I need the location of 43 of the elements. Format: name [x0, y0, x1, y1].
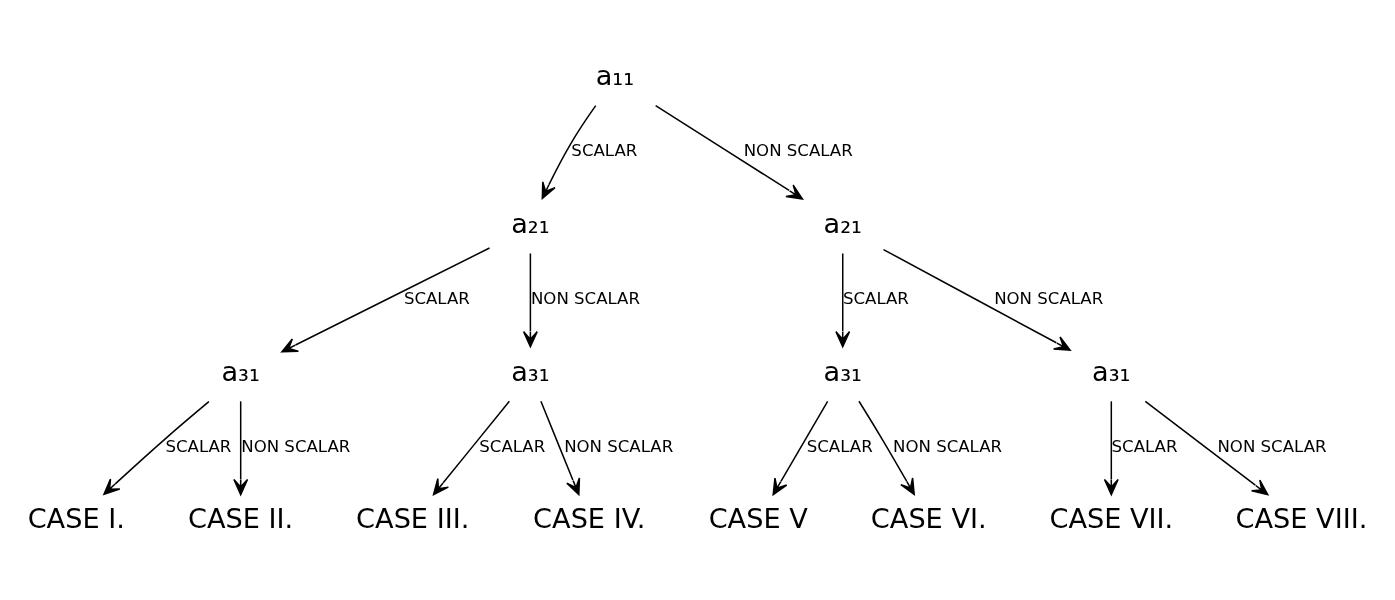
node-text: CASE V [708, 503, 808, 535]
node-text: a₃₁ [823, 355, 862, 387]
node-text: a₃₁ [511, 355, 550, 387]
node-text: a₃₁ [221, 355, 260, 387]
edge-label: SCALAR [571, 141, 638, 161]
arrow [882, 248, 1071, 351]
edge-label: SCALAR [1111, 437, 1178, 457]
arrow [281, 247, 491, 353]
node-text: CASE II. [188, 503, 294, 535]
arrow [233, 400, 249, 496]
edge-label: NON SCALAR [241, 437, 351, 457]
arrow [835, 252, 851, 348]
edge-label: SCALAR [403, 289, 470, 309]
node-text: CASE VIII. [1235, 503, 1368, 535]
edge-label: NON SCALAR [530, 289, 640, 309]
node-text: a₃₁ [1092, 355, 1131, 387]
edge-label: NON SCALAR [564, 437, 674, 457]
edge-label: NON SCALAR [994, 289, 1104, 309]
edge-label: SCALAR [842, 289, 909, 309]
arrow [772, 400, 829, 496]
node-text: CASE III. [356, 503, 470, 535]
node-text: a₂₁ [823, 207, 862, 239]
arrow [432, 400, 511, 496]
arrow [654, 104, 804, 200]
arrow [1144, 400, 1269, 496]
arrow [858, 400, 915, 496]
arrow [522, 252, 538, 348]
edge-label: NON SCALAR [743, 141, 853, 161]
node-text: CASE VI. [870, 503, 987, 535]
edge-label: SCALAR [806, 437, 873, 457]
node-text: a₂₁ [511, 207, 550, 239]
arrow [541, 104, 597, 200]
arrow [540, 400, 581, 496]
edge-label: SCALAR [479, 437, 546, 457]
edge-label: NON SCALAR [1217, 437, 1327, 457]
edge-label: SCALAR [165, 437, 232, 457]
node-text: CASE IV. [533, 503, 646, 535]
edge-label: NON SCALAR [893, 437, 1003, 457]
node-text: CASE VII. [1049, 503, 1174, 535]
node-text: a₁₁ [595, 59, 635, 91]
arrow [103, 400, 210, 496]
node-text: CASE I. [27, 503, 125, 535]
arrow [1103, 400, 1119, 496]
